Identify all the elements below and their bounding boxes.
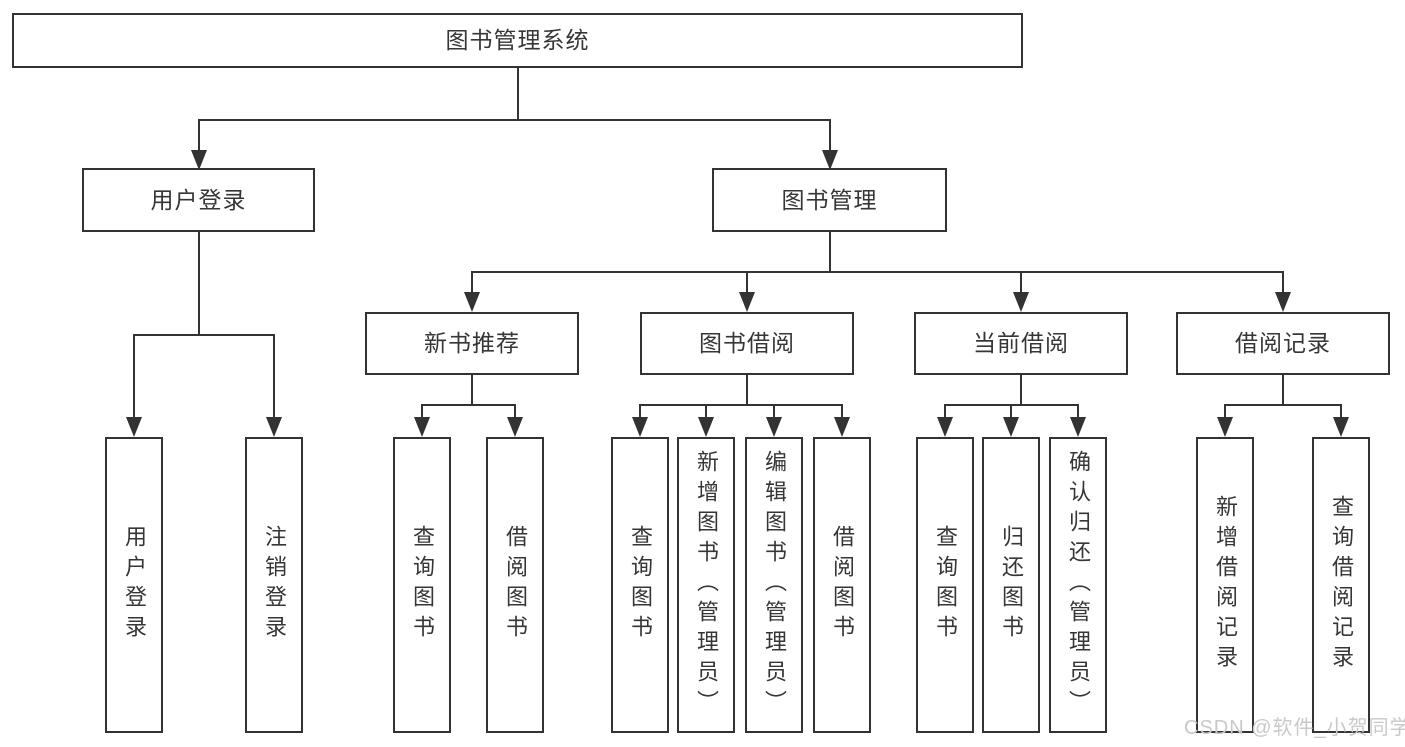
node-user-login: 用户登录 <box>82 168 315 232</box>
node-root: 图书管理系统 <box>12 13 1023 68</box>
node-new-book-recommendation: 新书推荐 <box>365 312 579 375</box>
leaf-add-book-admin: 新增图书（管理员） <box>677 437 735 733</box>
leaf-query-book-current: 查询图书 <box>916 437 974 733</box>
node-book-management: 图书管理 <box>712 168 947 232</box>
leaf-logout: 注销登录 <box>245 437 303 733</box>
node-current-borrowing: 当前借阅 <box>914 312 1128 375</box>
leaf-borrow-book: 借阅图书 <box>813 437 871 733</box>
leaf-user-login: 用户登录 <box>105 437 163 733</box>
csdn-watermark: CSDN @软件_小贺同学 <box>1184 717 1405 739</box>
leaf-query-borrow-record: 查询借阅记录 <box>1312 437 1370 733</box>
leaf-query-book-borrow: 查询图书 <box>611 437 669 733</box>
node-borrowing-records: 借阅记录 <box>1176 312 1390 375</box>
leaf-confirm-return-admin: 确认归还（管理员） <box>1049 437 1107 733</box>
leaf-return-book: 归还图书 <box>982 437 1040 733</box>
leaf-query-book-recommend: 查询图书 <box>393 437 451 733</box>
leaf-add-borrow-record: 新增借阅记录 <box>1196 437 1254 733</box>
leaf-edit-book-admin: 编辑图书（管理员） <box>745 437 803 733</box>
arrowheads <box>126 150 1349 437</box>
node-book-borrowing: 图书借阅 <box>640 312 854 375</box>
leaf-borrow-book-recommend: 借阅图书 <box>486 437 544 733</box>
